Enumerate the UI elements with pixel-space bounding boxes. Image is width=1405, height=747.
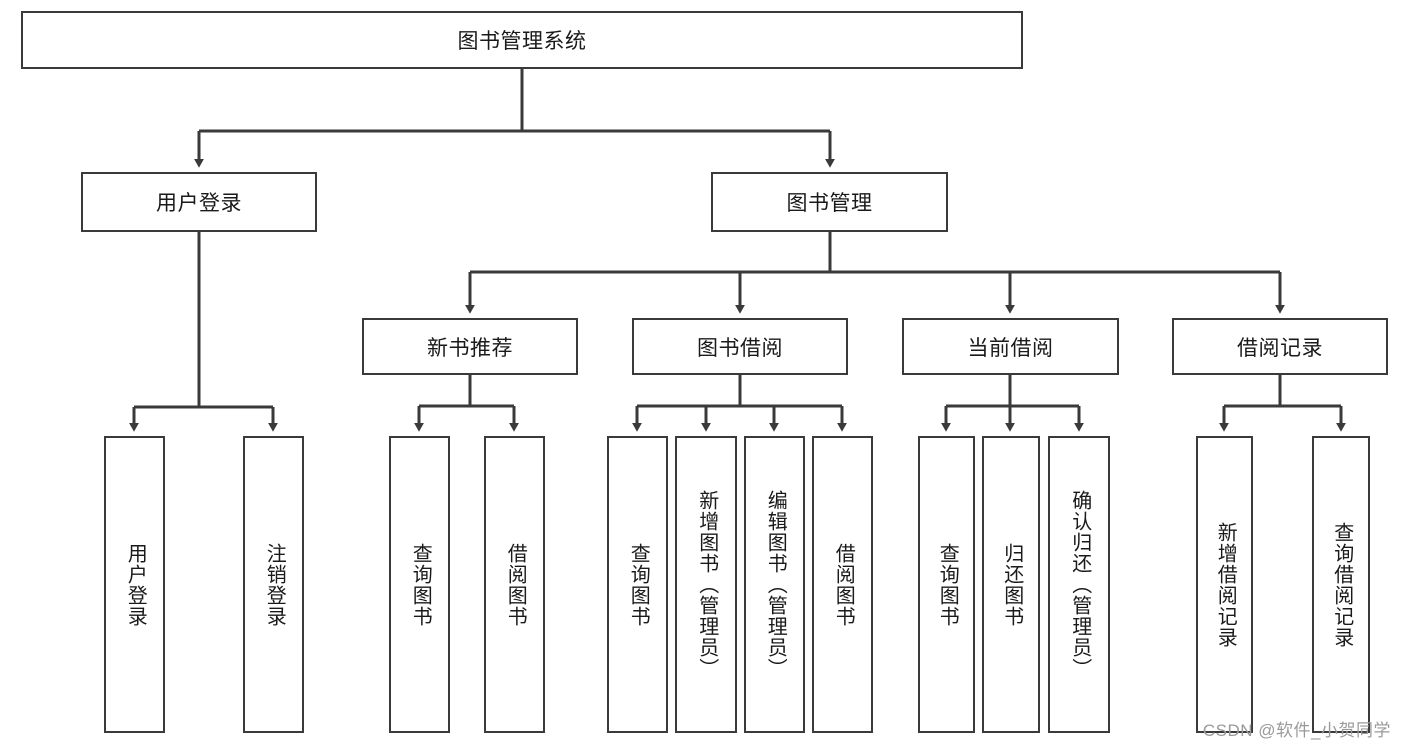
node-leaf-borrow-book-2-label: 借阅图书: [832, 542, 855, 627]
node-leaf-add-borrow-record-label: 新增借阅记录: [1214, 521, 1237, 648]
node-new-book-recommend[interactable]: 新书推荐: [362, 318, 578, 375]
node-leaf-add-book-admin-label: 新增图书（管理员）: [695, 490, 718, 679]
node-root-label: 图书管理系统: [457, 30, 587, 53]
node-new-book-recommend-label: 新书推荐: [427, 336, 513, 360]
node-leaf-query-borrow-record[interactable]: 查询借阅记录: [1312, 436, 1370, 733]
node-book-borrow[interactable]: 图书借阅: [632, 318, 848, 375]
node-leaf-query-book-2-label: 查询图书: [627, 542, 650, 627]
node-leaf-query-book-3-label: 查询图书: [936, 542, 959, 627]
node-leaf-query-borrow-record-label: 查询借阅记录: [1330, 521, 1353, 648]
node-leaf-logout-login-label: 注销登录: [263, 542, 286, 627]
node-root[interactable]: 图书管理系统: [21, 11, 1023, 69]
node-book-borrow-label: 图书借阅: [697, 336, 783, 360]
node-leaf-query-book-2[interactable]: 查询图书: [607, 436, 668, 733]
node-borrow-record-label: 借阅记录: [1237, 336, 1323, 360]
node-leaf-return-book[interactable]: 归还图书: [982, 436, 1040, 733]
node-leaf-add-book-admin[interactable]: 新增图书（管理员）: [675, 436, 737, 733]
node-leaf-logout-login[interactable]: 注销登录: [243, 436, 304, 733]
node-leaf-borrow-book-2[interactable]: 借阅图书: [812, 436, 873, 733]
node-leaf-borrow-book-1-label: 借阅图书: [504, 542, 527, 627]
node-leaf-user-login[interactable]: 用户登录: [104, 436, 165, 733]
node-leaf-confirm-return-admin-label: 确认归还（管理员）: [1068, 490, 1091, 679]
node-book-management[interactable]: 图书管理: [711, 172, 948, 232]
node-user-login[interactable]: 用户登录: [81, 172, 317, 232]
node-current-borrow-label: 当前借阅: [967, 336, 1054, 360]
node-leaf-query-book-3[interactable]: 查询图书: [918, 436, 975, 733]
node-current-borrow[interactable]: 当前借阅: [902, 318, 1119, 375]
node-leaf-user-login-label: 用户登录: [124, 542, 147, 627]
node-leaf-edit-book-admin[interactable]: 编辑图书（管理员）: [744, 436, 805, 733]
node-leaf-query-book-1-label: 查询图书: [409, 542, 432, 627]
node-leaf-add-borrow-record[interactable]: 新增借阅记录: [1196, 436, 1253, 733]
node-leaf-borrow-book-1[interactable]: 借阅图书: [484, 436, 545, 733]
node-book-management-label: 图书管理: [786, 192, 873, 215]
node-leaf-query-book-1[interactable]: 查询图书: [389, 436, 450, 733]
node-leaf-confirm-return-admin[interactable]: 确认归还（管理员）: [1048, 436, 1110, 733]
node-leaf-return-book-label: 归还图书: [1000, 542, 1023, 627]
node-leaf-edit-book-admin-label: 编辑图书（管理员）: [764, 490, 787, 679]
node-borrow-record[interactable]: 借阅记录: [1172, 318, 1388, 375]
node-user-login-label: 用户登录: [156, 192, 242, 215]
